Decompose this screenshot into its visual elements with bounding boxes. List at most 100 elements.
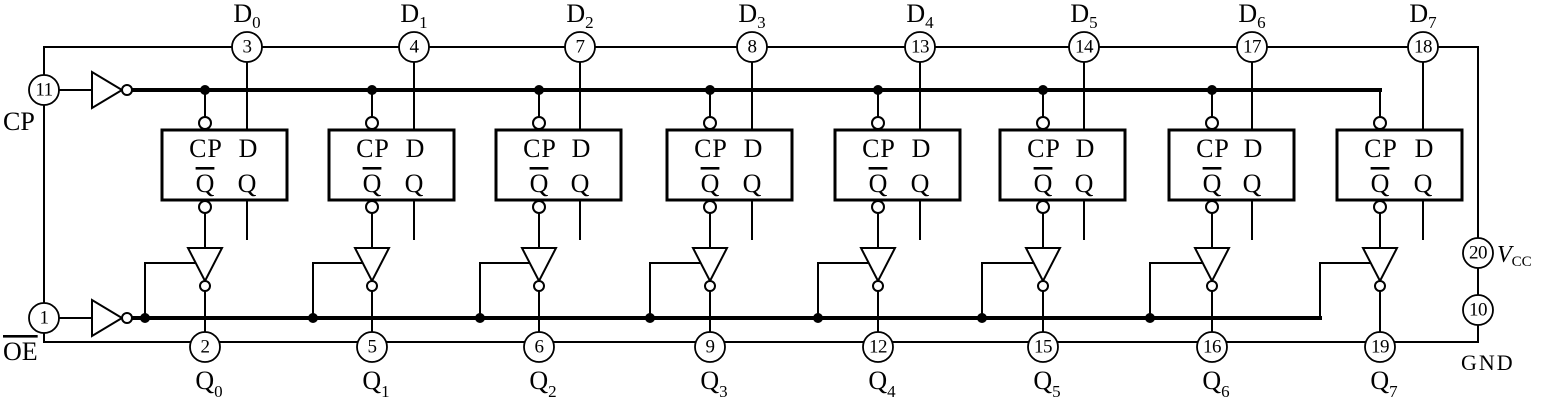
flip-flop-clock-label-2: CP bbox=[523, 134, 557, 163]
flip-flop-q-bar-label-5: Q bbox=[1034, 169, 1053, 198]
vcc-pin-number: 20 bbox=[1469, 243, 1487, 264]
enable-junction-dot-5 bbox=[977, 313, 987, 323]
data-input-label-0: D0 bbox=[233, 0, 260, 32]
output-inverter-bubble-0 bbox=[199, 280, 211, 292]
tri-state-buffer-3 bbox=[691, 247, 729, 284]
clock-junction-dot-0 bbox=[200, 85, 210, 95]
tri-state-buffer-7 bbox=[1361, 247, 1399, 284]
clock-label: CP bbox=[3, 107, 35, 136]
output-pin-number-0: 2 bbox=[201, 337, 210, 358]
enable-junction-dot-3 bbox=[645, 313, 655, 323]
data-pin-2 bbox=[564, 31, 596, 63]
tri-state-buffer-1 bbox=[353, 247, 391, 284]
data-pin-number-6: 17 bbox=[1243, 37, 1261, 58]
output-label-letter-6: Q bbox=[1202, 366, 1221, 395]
flip-flop-q-label-0: Q bbox=[238, 169, 257, 198]
data-input-label-letter-7: D bbox=[1409, 0, 1428, 28]
output-label-3: Q3 bbox=[700, 366, 727, 401]
output-pin-number-1: 5 bbox=[368, 337, 377, 358]
output-enable-input: 1 OE bbox=[3, 298, 1322, 366]
flip-flop-box-7 bbox=[1335, 128, 1464, 202]
gnd-pin-number: 10 bbox=[1469, 300, 1487, 321]
flip-flop-q-bar-label-6: Q bbox=[1203, 169, 1222, 198]
clock-inverter-bubble-0 bbox=[198, 116, 212, 130]
data-pin-0 bbox=[231, 31, 263, 63]
output-label-index-1: 1 bbox=[381, 382, 390, 401]
flip-flop-q-bar-label-7: Q bbox=[1371, 169, 1390, 198]
tri-state-buffer-4 bbox=[859, 247, 897, 284]
output-inverter-bubble-2 bbox=[533, 280, 545, 292]
output-pin-number-4: 12 bbox=[869, 337, 887, 358]
enable-junction-dot-0 bbox=[140, 313, 150, 323]
output-inverter-bubble-4 bbox=[872, 280, 884, 292]
clock-input-buffer bbox=[91, 70, 124, 110]
flip-flop-clock-label-6: CP bbox=[1196, 134, 1230, 163]
flip-flop-data-label-6: D bbox=[1244, 134, 1263, 163]
vcc-label: VCC bbox=[1497, 242, 1532, 270]
output-inverter-bubble-5 bbox=[1037, 280, 1049, 292]
q-bar-bubble-1 bbox=[365, 200, 379, 214]
q-bar-bubble-7 bbox=[1373, 200, 1387, 214]
enable-tap-wire-0 bbox=[144, 262, 195, 318]
data-input-label-1: D1 bbox=[400, 0, 427, 32]
output-pin-number-3: 9 bbox=[706, 337, 715, 358]
power-pins: 20 VCC 10 GND bbox=[1461, 237, 1532, 375]
data-pin-number-0: 3 bbox=[243, 37, 252, 58]
data-input-label-index-3: 3 bbox=[757, 13, 766, 32]
data-input-label-index-2: 2 bbox=[585, 13, 594, 32]
vcc-label-subscript: CC bbox=[1512, 254, 1532, 270]
enable-pin-number: 1 bbox=[40, 308, 49, 329]
clock-junction-dot-6 bbox=[1207, 85, 1217, 95]
output-label-index-3: 3 bbox=[719, 382, 728, 401]
data-input-label-letter-2: D bbox=[566, 0, 585, 28]
output-label-7: Q7 bbox=[1370, 366, 1398, 401]
q-bar-bubble-0 bbox=[198, 200, 212, 214]
enable-junction-dot-4 bbox=[813, 313, 823, 323]
flip-flop-box-2 bbox=[494, 128, 623, 202]
flip-flop-q-bar-label-1: Q bbox=[363, 169, 382, 198]
flip-flop-box-0 bbox=[160, 128, 289, 202]
data-input-label-index-5: 5 bbox=[1089, 13, 1098, 32]
output-pin-7 bbox=[1364, 331, 1396, 363]
output-label-letter-7: Q bbox=[1370, 366, 1389, 395]
data-input-label-3: D3 bbox=[738, 0, 765, 32]
data-input-label-index-1: 1 bbox=[419, 13, 428, 32]
flip-flop-data-label-5: D bbox=[1076, 134, 1095, 163]
output-label-letter-1: Q bbox=[362, 366, 381, 395]
flip-flop-clock-label-0: CP bbox=[189, 134, 223, 163]
data-input-label-4: D4 bbox=[906, 0, 934, 32]
output-inverter-bubble-1 bbox=[366, 280, 378, 292]
output-pin-number-5: 15 bbox=[1034, 337, 1052, 358]
tri-state-buffer-5 bbox=[1024, 247, 1062, 284]
clock-junction-dot-5 bbox=[1038, 85, 1048, 95]
output-label-letter-0: Q bbox=[195, 366, 214, 395]
output-label-index-0: 0 bbox=[214, 382, 223, 401]
output-pin-number-2: 6 bbox=[535, 337, 544, 358]
flip-flop-data-label-2: D bbox=[572, 134, 591, 163]
data-pin-3 bbox=[736, 31, 768, 63]
data-pin-5 bbox=[1068, 31, 1100, 63]
data-input-label-letter-6: D bbox=[1238, 0, 1257, 28]
enable-junction-dot-1 bbox=[308, 313, 318, 323]
data-input-label-letter-0: D bbox=[233, 0, 252, 28]
clock-junction-dot-4 bbox=[873, 85, 883, 95]
data-input-label-letter-3: D bbox=[738, 0, 757, 28]
tri-state-buffer-6 bbox=[1193, 247, 1231, 284]
output-label-index-7: 7 bbox=[1389, 382, 1398, 401]
output-pin-number-6: 16 bbox=[1203, 337, 1221, 358]
enable-tap-wire-6 bbox=[1149, 262, 1202, 318]
flip-flop-q-bar-label-3: Q bbox=[701, 169, 720, 198]
clock-junction-dot-1 bbox=[367, 85, 377, 95]
flip-flop-box-6 bbox=[1167, 128, 1296, 202]
output-label-1: Q1 bbox=[362, 366, 389, 401]
output-pin-6 bbox=[1196, 331, 1228, 363]
output-pin-3 bbox=[694, 331, 726, 363]
output-pin-4 bbox=[862, 331, 894, 363]
data-input-label-letter-1: D bbox=[400, 0, 419, 28]
q-bar-bubble-2 bbox=[532, 200, 546, 214]
